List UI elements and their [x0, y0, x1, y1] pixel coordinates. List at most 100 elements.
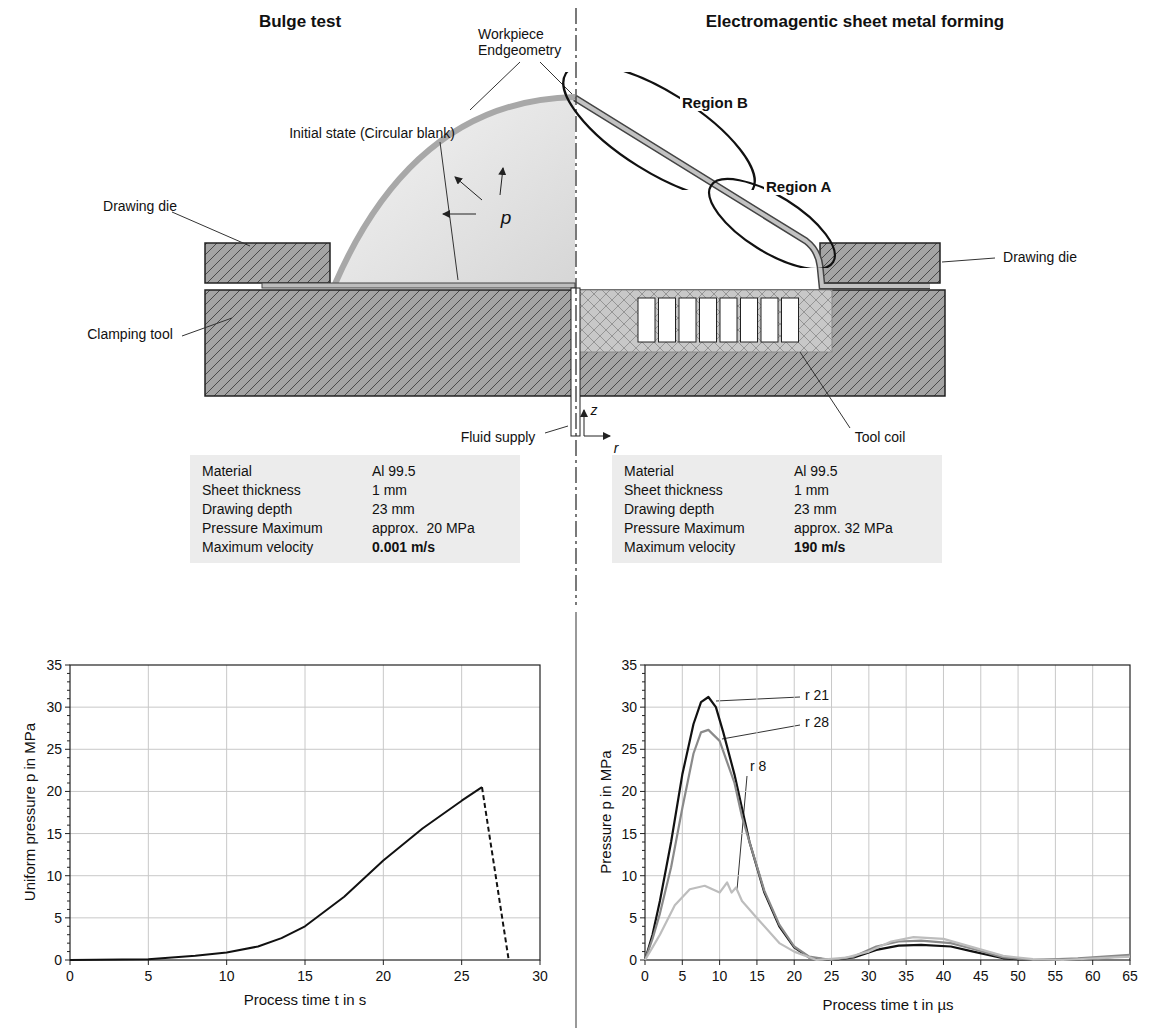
tick-label: 5 [629, 910, 637, 926]
workpiece-em [575, 98, 930, 286]
grid-line [645, 791, 1130, 792]
grid-line [70, 875, 540, 876]
tick-label: 0 [66, 968, 74, 984]
tick-label: 35 [898, 968, 914, 984]
tick [383, 960, 384, 965]
drawing-die [205, 243, 330, 283]
symmetry-axis [575, 8, 576, 605]
axis-title: Pressure p in MPa [597, 750, 614, 873]
tick [980, 960, 981, 965]
tick-label: 20 [621, 783, 637, 799]
pressure-curve [70, 787, 482, 960]
tick [943, 960, 944, 965]
tick-label: 15 [46, 826, 62, 842]
spec-key: Drawing depth [624, 501, 794, 517]
tick [640, 791, 645, 792]
coil-winding [638, 298, 655, 342]
region-outline [552, 72, 767, 190]
tick-label: 10 [46, 868, 62, 884]
tick [65, 707, 70, 708]
grid-line [645, 833, 1130, 834]
tick-label: 30 [861, 968, 877, 984]
coil-winding [741, 298, 758, 342]
tick-label: 60 [1085, 968, 1101, 984]
tick-label: 40 [936, 968, 952, 984]
tick-label: 0 [54, 952, 62, 968]
spec-value: approx. 20 MPa [372, 520, 508, 536]
tick [640, 707, 645, 708]
spec-key: Drawing depth [202, 501, 372, 517]
grid-line [70, 917, 540, 918]
tick-label: 25 [621, 741, 637, 757]
coil-winding [720, 298, 737, 342]
tick-label: 5 [144, 968, 152, 984]
tick [540, 960, 541, 965]
grid-line [70, 749, 540, 750]
pressure-curve [645, 730, 1130, 960]
coil-winding [679, 298, 696, 342]
tick [226, 960, 227, 965]
tick [65, 960, 70, 961]
tick [868, 960, 869, 965]
tick-label: 25 [454, 968, 470, 984]
workpiece-em [575, 98, 930, 286]
axis-title: Uniform pressure p in MPa [21, 723, 38, 901]
tick [756, 960, 757, 965]
part-label: r 8 [750, 758, 766, 774]
tick-label: 55 [1048, 968, 1064, 984]
grid-line [906, 665, 907, 960]
part-label: Drawing die [103, 198, 177, 214]
coil-winding [782, 298, 799, 342]
tick-label: 30 [621, 699, 637, 715]
coil-winding [659, 298, 676, 342]
grid-line [70, 791, 540, 792]
tick-label: 50 [1010, 968, 1026, 984]
grid-line [1018, 665, 1019, 960]
tick [906, 960, 907, 965]
region-label: Region B [680, 94, 750, 111]
r-axis [584, 436, 610, 437]
part-label: r 21 [805, 687, 829, 703]
grid-line [645, 707, 1130, 708]
spec-key: Material [202, 463, 372, 479]
grid-line [719, 665, 720, 960]
grid-line [70, 833, 540, 834]
tick-label: 10 [621, 868, 637, 884]
tick [719, 960, 720, 965]
region-label: Region A [764, 178, 833, 195]
plot-frame [70, 665, 540, 960]
axis-title: Process time t in s [244, 991, 367, 1008]
tick [65, 875, 70, 876]
tick-label: 25 [824, 968, 840, 984]
spec-key: Pressure Maximum [202, 520, 372, 536]
spec-key: Sheet thickness [624, 482, 794, 498]
tick-label: 20 [376, 968, 392, 984]
grid-line [794, 665, 795, 960]
grid-line [831, 665, 832, 960]
tick [305, 960, 306, 965]
tick-label: 5 [54, 910, 62, 926]
tick [794, 960, 795, 965]
grid-line [943, 665, 944, 960]
grid-line [645, 749, 1130, 750]
tick [640, 875, 645, 876]
spec-key: Maximum velocity [624, 539, 794, 555]
tick [640, 665, 645, 666]
spec-value: 1 mm [372, 482, 508, 498]
tick-label: 15 [297, 968, 313, 984]
tick [645, 960, 646, 965]
tick [148, 960, 149, 965]
region-ellipse: Region B [552, 72, 767, 190]
tick [1092, 960, 1093, 965]
pressure-curve [645, 883, 1130, 961]
pressure-curve [645, 697, 1130, 960]
spec-value: 1 mm [794, 482, 930, 498]
tool-coil [638, 298, 799, 342]
tick [65, 917, 70, 918]
part-label: Initial state (Circular blank) [289, 125, 455, 141]
part-label: Clamping tool [87, 326, 173, 342]
tick [640, 749, 645, 750]
z-axis [584, 410, 585, 436]
